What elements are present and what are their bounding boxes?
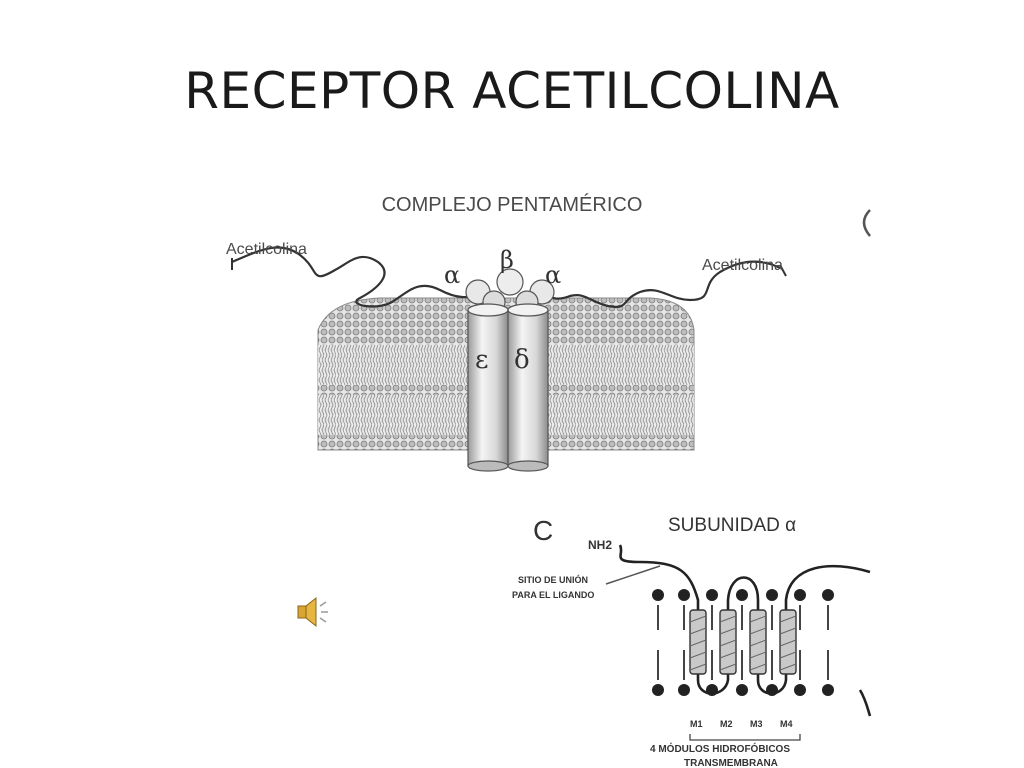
chain-left — [231, 246, 481, 308]
polypeptide-chain — [618, 544, 871, 695]
subunit-alpha-right: α — [545, 261, 561, 289]
caption-line1: 4 MÓDULOS HIDROFÓBICOS — [650, 742, 790, 755]
chain-right — [544, 260, 781, 308]
alpha-subunit-diagram: C SUBUNIDAD α NH2 SITIO DE UNIÓN PARA EL… — [512, 515, 872, 768]
ligand-label-right: Acetilcolina — [702, 257, 783, 274]
subunit-alpha-left: α — [444, 261, 460, 289]
subunit-title: SUBUNIDAD α — [668, 515, 796, 536]
panel-letter: C — [533, 515, 553, 546]
slide-title: RECEPTOR ACETILCOLINA — [184, 62, 840, 120]
segment-m3: M3 — [750, 719, 763, 729]
subunit-epsilon: ε — [475, 345, 488, 375]
channel-cylinders — [467, 303, 549, 472]
nh2-label: NH2 — [588, 538, 612, 552]
pentameric-complex-diagram: COMPLEJO PENTAMÉRICO Acetilcolina Acetil… — [226, 193, 871, 472]
cropped-mark — [862, 209, 871, 237]
ligand-label-left: Acetilcolina — [226, 241, 307, 258]
binding-site-line1: SITIO DE UNIÓN — [518, 574, 588, 585]
subunit-beta: β — [500, 246, 514, 274]
subunit-delta: δ — [514, 345, 530, 375]
speaker-icon[interactable] — [297, 596, 328, 628]
segment-m4: M4 — [780, 719, 793, 729]
transmembrane-helices — [689, 609, 797, 675]
binding-site-line2: PARA EL LIGANDO — [512, 590, 594, 600]
complex-title: COMPLEJO PENTAMÉRICO — [382, 193, 643, 216]
membrane-markers — [652, 589, 834, 696]
segment-m2: M2 — [720, 719, 733, 729]
segment-m1: M1 — [690, 719, 703, 729]
caption-line2: TRANSMEMBRANA — [684, 758, 778, 768]
